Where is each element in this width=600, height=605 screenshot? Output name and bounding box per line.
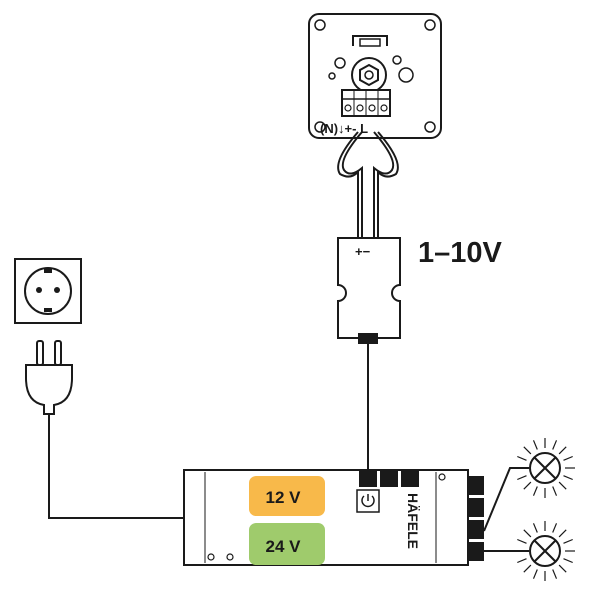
light-ray — [563, 538, 573, 544]
plug-icon — [25, 340, 73, 415]
light-ray — [532, 569, 538, 579]
power-icon — [356, 489, 380, 513]
light-ray — [558, 564, 567, 573]
light-ray — [532, 440, 538, 450]
light-ray — [552, 440, 558, 450]
led-driver — [183, 469, 484, 566]
voltage-12-label: 12 V — [266, 488, 302, 507]
light-ray — [517, 455, 527, 461]
light-ray — [558, 481, 567, 490]
lamp-icon — [517, 521, 575, 581]
light-ray — [523, 529, 532, 538]
dimmer-terminal-label: (N)↓+- L — [320, 121, 368, 136]
light-ray — [532, 523, 538, 533]
voltage-24-badge — [249, 523, 325, 565]
dimmer-module — [308, 13, 442, 139]
light-ray — [563, 475, 573, 481]
mains-cable — [48, 414, 184, 519]
light-ray — [558, 529, 567, 538]
interface-polarity-label: +− — [355, 244, 371, 259]
output-wire-1 — [483, 467, 529, 532]
socket-icon — [14, 258, 82, 324]
light-ray — [523, 564, 532, 573]
light-ray — [517, 558, 527, 564]
light-ray — [563, 455, 573, 461]
light-ray — [523, 481, 532, 490]
light-ray — [563, 558, 573, 564]
lamp-icon — [517, 438, 575, 498]
light-ray — [517, 475, 527, 481]
light-ray — [552, 486, 558, 496]
interface-module — [337, 237, 401, 344]
control-wires — [337, 131, 399, 238]
light-ray — [552, 523, 558, 533]
brand-label: HÄFELE — [405, 493, 421, 549]
light-ray — [523, 446, 532, 455]
voltage-24-label: 24 V — [266, 537, 302, 556]
light-ray — [532, 486, 538, 496]
voltage-12-badge — [249, 476, 325, 516]
light-ray — [517, 538, 527, 544]
light-ray — [558, 446, 567, 455]
light-ray — [552, 569, 558, 579]
signal-label: 1–10V — [418, 237, 503, 269]
